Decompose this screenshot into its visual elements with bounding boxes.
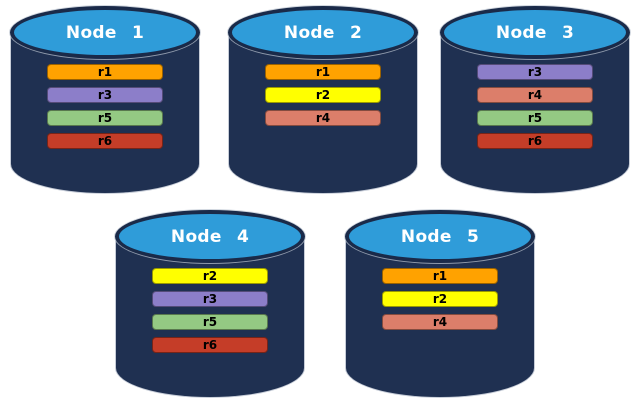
node-title: Node 3 bbox=[495, 22, 575, 43]
replica-list: r1 r2 r4 bbox=[228, 64, 418, 126]
replica-bar-r2: r2 bbox=[382, 291, 498, 307]
replica-bar-r2: r2 bbox=[265, 87, 381, 103]
replica-bar-r1: r1 bbox=[265, 64, 381, 80]
replica-bar-r3: r3 bbox=[477, 64, 593, 80]
node-title: Node 5 bbox=[400, 226, 480, 247]
replica-bar-r3: r3 bbox=[152, 291, 268, 307]
replica-bar-r3: r3 bbox=[47, 87, 163, 103]
node-3-cylinder: Node 3 r3 r4 r5 r6 bbox=[440, 6, 630, 194]
replica-bar-r4: r4 bbox=[265, 110, 381, 126]
replica-list: r1 r2 r4 bbox=[345, 268, 535, 330]
cylinder-top-ellipse: Node 5 bbox=[345, 210, 535, 263]
cylinder-top-ellipse: Node 3 bbox=[440, 6, 630, 59]
replica-list: r2 r3 r5 r6 bbox=[115, 268, 305, 353]
replica-bar-r5: r5 bbox=[47, 110, 163, 126]
replica-bar-r1: r1 bbox=[382, 268, 498, 284]
cylinder-top-ellipse: Node 4 bbox=[115, 210, 305, 263]
node-2-cylinder: Node 2 r1 r2 r4 bbox=[228, 6, 418, 194]
replica-bar-r5: r5 bbox=[477, 110, 593, 126]
node-4-cylinder: Node 4 r2 r3 r5 r6 bbox=[115, 210, 305, 398]
replica-bar-r5: r5 bbox=[152, 314, 268, 330]
cylinder-top-ellipse: Node 1 bbox=[10, 6, 200, 59]
node-title: Node 4 bbox=[170, 226, 250, 247]
replica-bar-r6: r6 bbox=[47, 133, 163, 149]
replica-bar-r4: r4 bbox=[382, 314, 498, 330]
replica-bar-r4: r4 bbox=[477, 87, 593, 103]
replica-list: r3 r4 r5 r6 bbox=[440, 64, 630, 149]
node-5-cylinder: Node 5 r1 r2 r4 bbox=[345, 210, 535, 398]
node-title: Node 1 bbox=[65, 22, 145, 43]
replica-bar-r1: r1 bbox=[47, 64, 163, 80]
replica-bar-r6: r6 bbox=[152, 337, 268, 353]
cylinder-top-ellipse: Node 2 bbox=[228, 6, 418, 59]
replica-bar-r6: r6 bbox=[477, 133, 593, 149]
node-1-cylinder: Node 1 r1 r3 r5 r6 bbox=[10, 6, 200, 194]
replica-list: r1 r3 r5 r6 bbox=[10, 64, 200, 149]
node-title: Node 2 bbox=[283, 22, 363, 43]
replica-bar-r2: r2 bbox=[152, 268, 268, 284]
